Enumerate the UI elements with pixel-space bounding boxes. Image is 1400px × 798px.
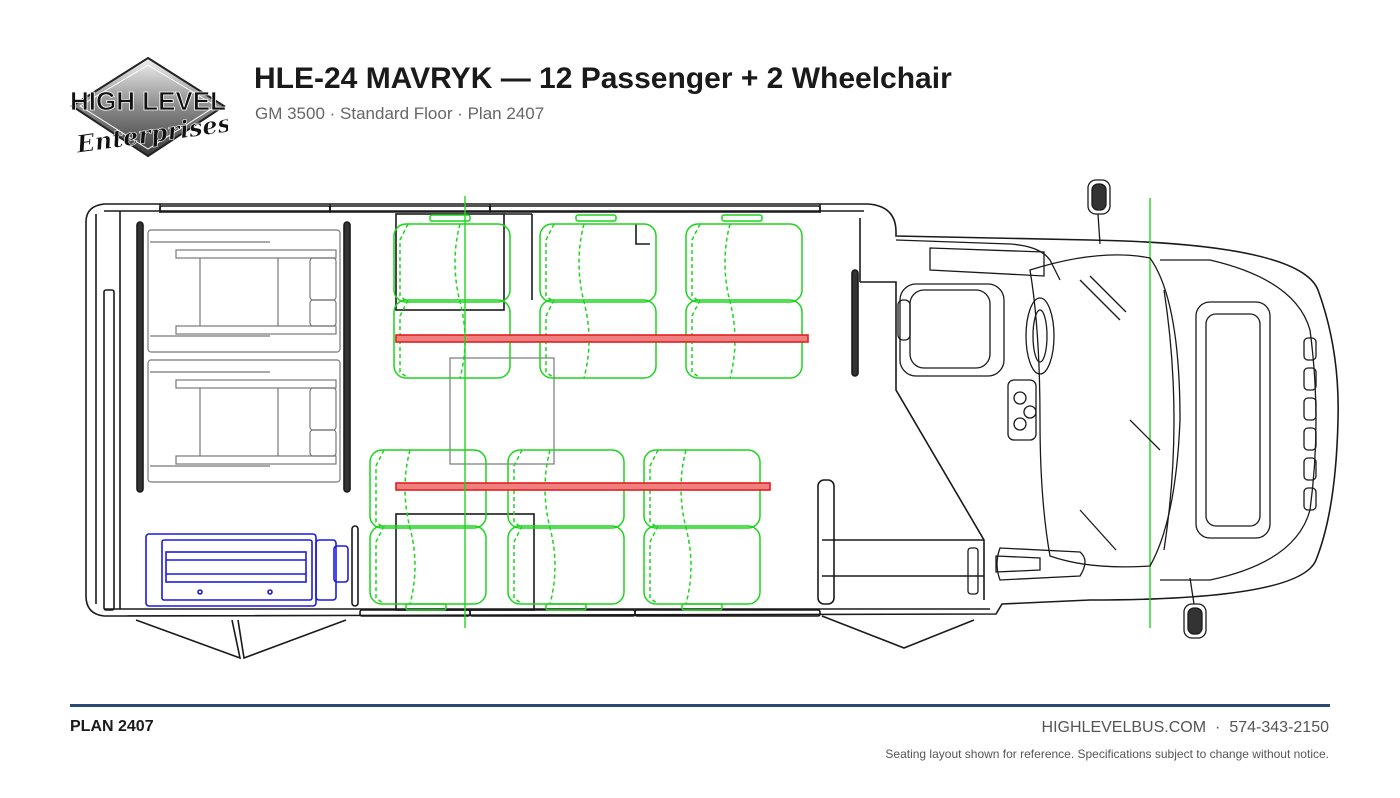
driver-seat: [897, 283, 1005, 377]
seat-row-1-left: [393, 214, 511, 379]
floor-plan-diagram: [85, 179, 1339, 660]
footer-divider: [70, 704, 1330, 707]
seat-row-2-right: [507, 449, 625, 611]
seat-mounting-tracks: [395, 334, 809, 491]
website-link[interactable]: HIGHLEVELBUS.COM: [1041, 719, 1207, 736]
reference-lines: [464, 196, 1151, 628]
wheelchair-position-2: [147, 359, 341, 483]
rear-door-right: [237, 619, 347, 660]
page-subtitle: GM 3500 · Standard Floor · Plan 2407: [255, 104, 545, 123]
high-level-enterprises-logo: HIGH LEVEL Enterprises: [70, 56, 228, 159]
seat-row-2-left: [539, 214, 657, 379]
contact-info: HIGHLEVELBUS.COM · 574-343-2150: [1042, 719, 1329, 737]
plan-label: PLAN 2407: [70, 718, 154, 735]
seat-row-1-right: [369, 449, 487, 611]
steering-wheel: [1025, 297, 1055, 375]
windshield: [1029, 254, 1181, 568]
aisle-clearance-box: [449, 357, 555, 465]
disclaimer-text: Seating layout shown for reference. Spec…: [885, 747, 1329, 761]
page-title: HLE-24 MAVRYK — 12 Passenger + 2 Wheelch…: [254, 62, 952, 95]
logo-diamond: [70, 56, 226, 158]
side-entry-door: [821, 615, 975, 649]
logo-wordmark: HIGH LEVEL: [70, 86, 226, 116]
phone-number: 574-343-2150: [1229, 719, 1329, 736]
side-mirrors: [1087, 179, 1207, 639]
cab-area: [895, 179, 1317, 639]
wheelchair-positions: [147, 229, 555, 483]
rear-door-left: [135, 619, 242, 660]
wheelchair-position-1: [147, 229, 341, 353]
console-controls: [1007, 379, 1037, 441]
wheelchair-tracks: [136, 221, 859, 493]
hood: [1195, 301, 1271, 539]
contact-separator: ·: [1215, 719, 1221, 736]
seat-row-3-left: [685, 214, 803, 379]
grille: [1303, 337, 1317, 511]
passenger-seats: [369, 214, 803, 611]
seat-row-3-right: [643, 449, 761, 611]
wheelchair-lift: [145, 533, 349, 607]
upper-wall-panel: [351, 213, 835, 611]
